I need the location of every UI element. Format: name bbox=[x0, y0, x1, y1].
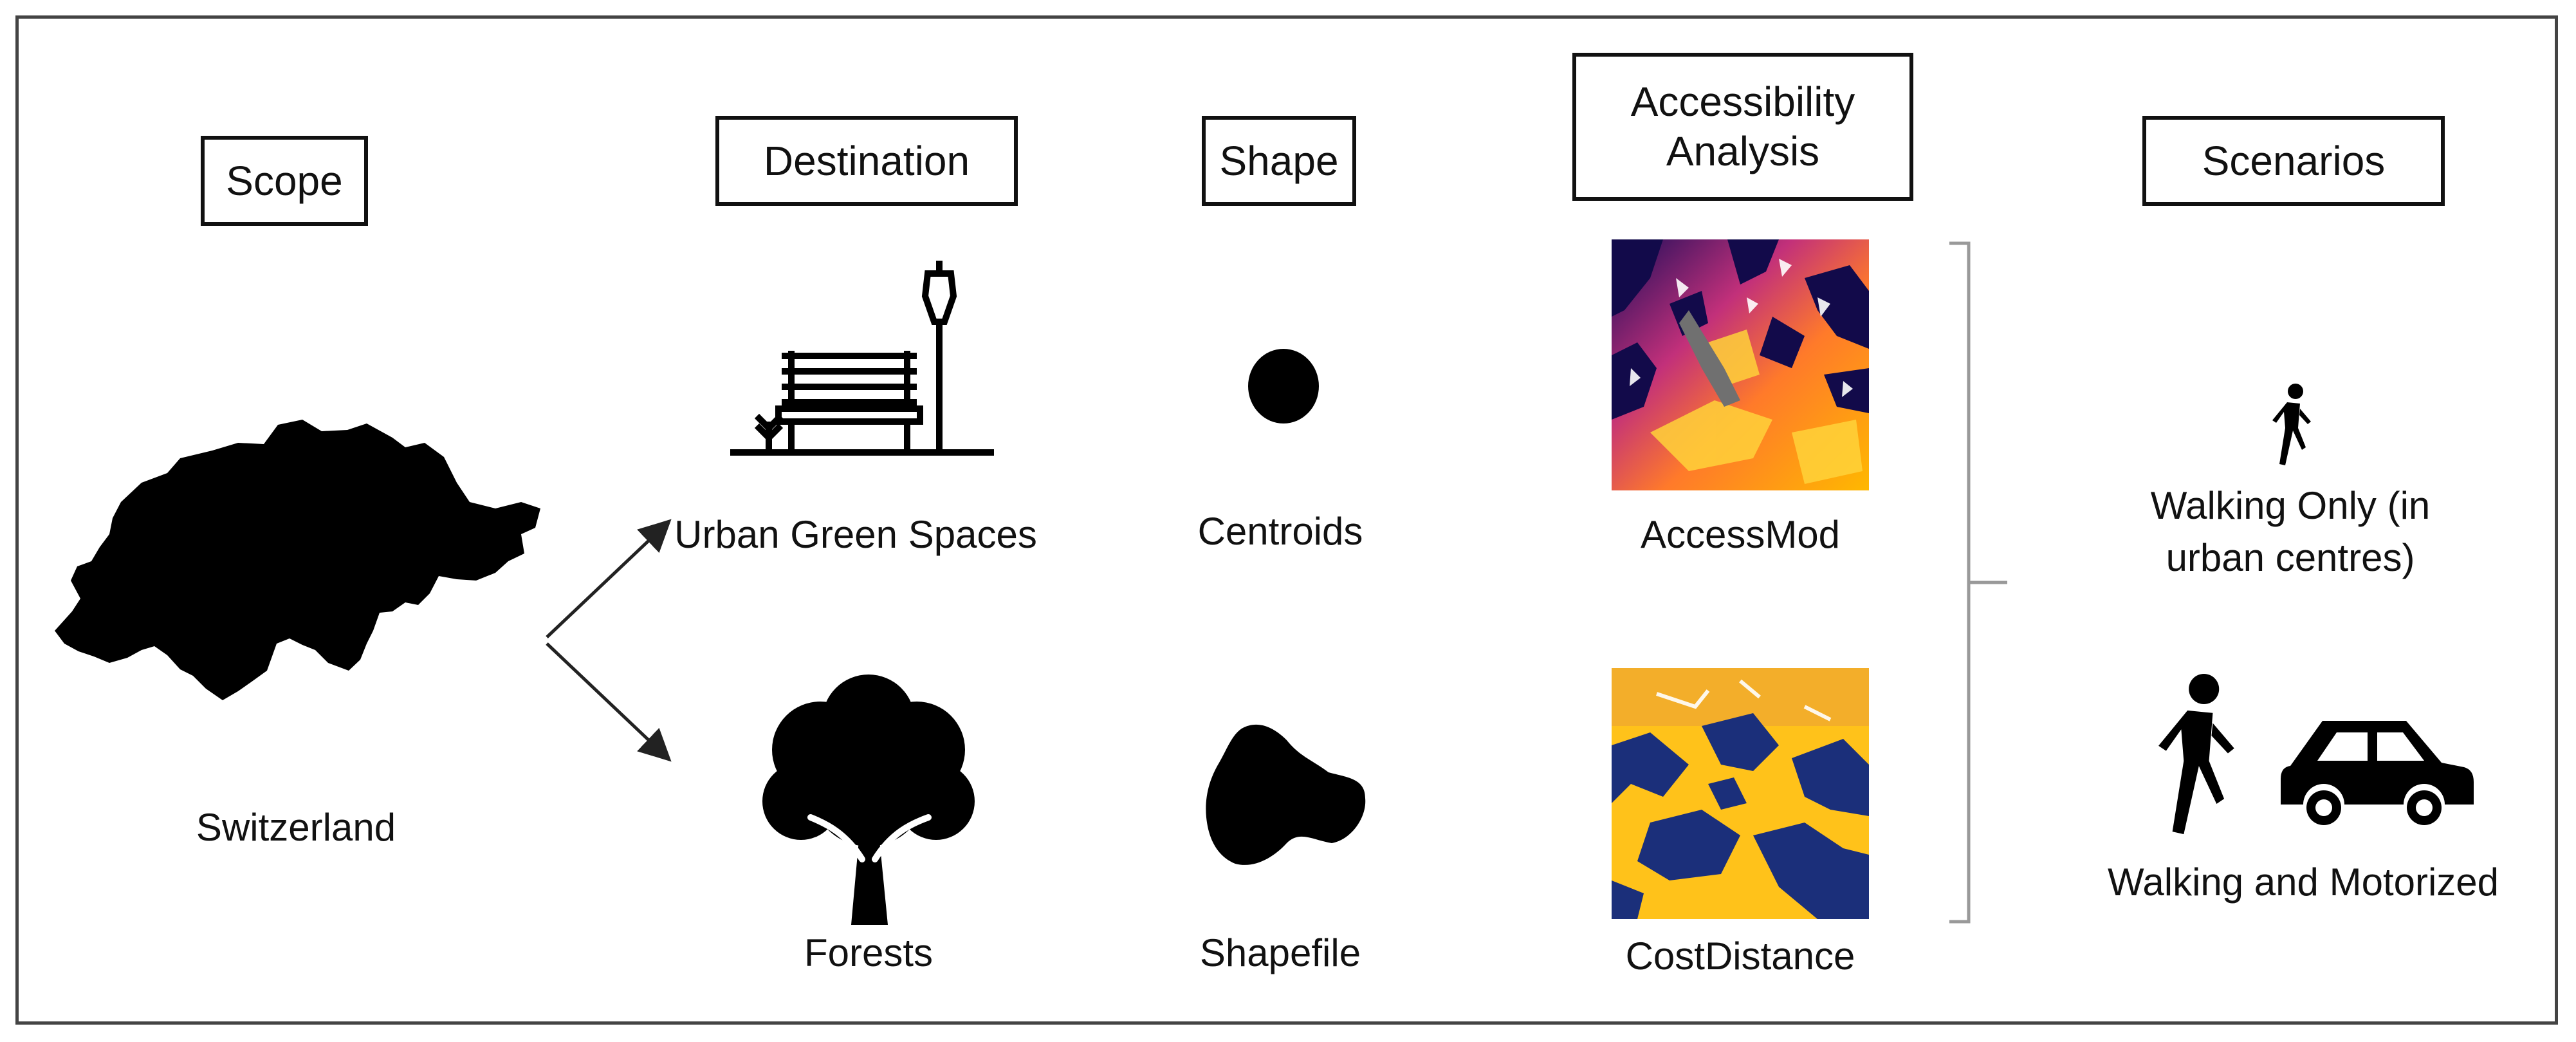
walking-only-label: Walking Only (in urban centres) bbox=[2150, 484, 2431, 579]
arrow-to-urban-green bbox=[546, 519, 672, 638]
shapefile-label: Shapefile bbox=[1199, 931, 1361, 974]
circle-icon bbox=[1248, 349, 1319, 423]
walking-person-icon bbox=[2272, 384, 2311, 465]
figure-frame bbox=[15, 15, 2558, 1025]
walking-person-icon-large bbox=[2158, 673, 2234, 835]
header-scope-text: Scope bbox=[226, 157, 343, 204]
car-icon bbox=[2281, 721, 2474, 825]
switzerland-label: Switzerland bbox=[196, 806, 396, 849]
header-destination: Destination bbox=[715, 116, 1018, 206]
arrow-to-forests bbox=[546, 642, 672, 762]
header-accessibility-text: Accessibility Analysis bbox=[1630, 79, 1855, 174]
tree-icon bbox=[762, 675, 975, 925]
header-scenarios-text: Scenarios bbox=[2202, 137, 2386, 184]
switzerland-map-icon bbox=[55, 420, 540, 700]
forests-label: Forests bbox=[804, 931, 934, 974]
header-scope: Scope bbox=[201, 136, 368, 226]
centroids-label: Centroids bbox=[1197, 510, 1363, 553]
header-shape: Shape bbox=[1202, 116, 1356, 206]
accessmod-label: AccessMod bbox=[1640, 513, 1841, 556]
header-shape-text: Shape bbox=[1219, 137, 1339, 184]
urban-green-label: Urban Green Spaces bbox=[674, 513, 1037, 556]
accessmod-map-image bbox=[1612, 239, 1869, 490]
header-accessibility: Accessibility Analysis bbox=[1572, 53, 1913, 201]
header-scenarios: Scenarios bbox=[2142, 116, 2445, 206]
grouping-bracket bbox=[1949, 241, 2007, 924]
park-bench-lamp-icon bbox=[730, 261, 994, 456]
costdistance-map-image bbox=[1612, 668, 1869, 919]
blob-polygon-icon bbox=[1206, 724, 1366, 865]
costdistance-label: CostDistance bbox=[1625, 935, 1855, 978]
walking-motorized-label: Walking and Motorized bbox=[2107, 861, 2499, 904]
header-destination-text: Destination bbox=[763, 137, 970, 184]
